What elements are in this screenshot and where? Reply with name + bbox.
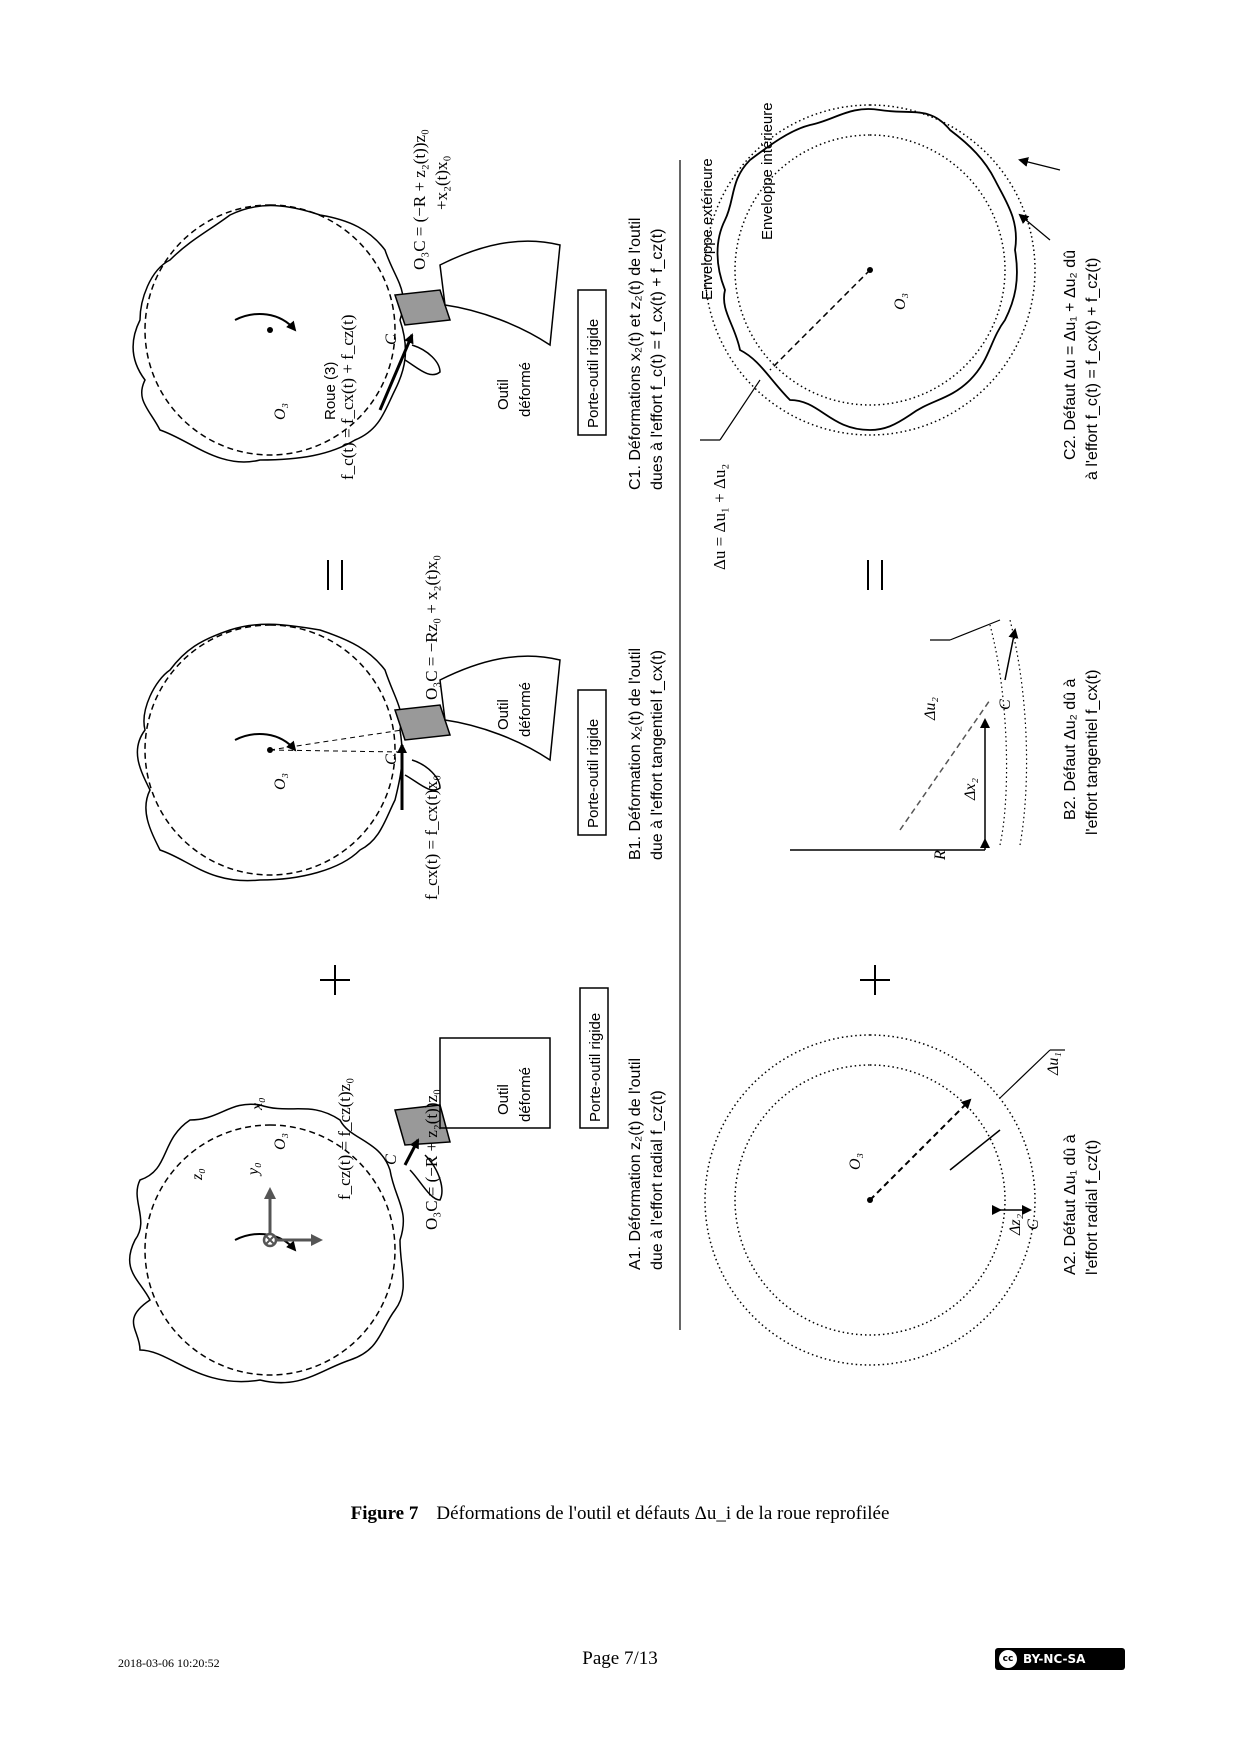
panel-C2 bbox=[700, 104, 1061, 441]
A2-caption-line2: l'effort radial f_cz(t) bbox=[1084, 1140, 1101, 1275]
C1-holder: Porte-outil rigide bbox=[585, 319, 602, 428]
rotation-arrow bbox=[234, 313, 297, 332]
C1-eq-C-line1: O₃C = (−R + z₂(t))z₀ bbox=[410, 129, 429, 270]
B1-caption-line1: B1. Déformation x₂(t) de l'outil bbox=[627, 648, 644, 860]
panel-A1 bbox=[128, 987, 609, 1384]
tool-body bbox=[439, 655, 561, 762]
C1-wheel: Roue (3) bbox=[322, 362, 339, 420]
chip bbox=[404, 759, 441, 791]
license-text: BY-NC-SA bbox=[1023, 1652, 1086, 1666]
A2-dz2: Δz₂ bbox=[1007, 1213, 1024, 1236]
A2-label-C: C bbox=[1025, 1219, 1042, 1230]
C1-tool-line1: Outil bbox=[495, 379, 512, 410]
force-arrow-fcz bbox=[403, 1138, 420, 1166]
tool-tip bbox=[393, 704, 452, 741]
B1-tool-line1: Outil bbox=[495, 699, 512, 730]
B1-caption-line2: due à l'effort tangentiel f_cx(t) bbox=[649, 650, 666, 860]
wheel-profile bbox=[136, 623, 403, 882]
A1-holder: Porte-outil rigide bbox=[587, 1013, 604, 1122]
B1-eq-C: O₃C = −Rz₀ + x₂(t)x₀ bbox=[422, 555, 441, 700]
C2-du: Δu = Δu₁ + Δu₂ bbox=[710, 464, 729, 570]
C2-caption-line2: à l'effort f_c(t) = f_cx(t) + f_cz(t) bbox=[1084, 258, 1101, 480]
A1-axis-z0: z₀ bbox=[189, 1168, 206, 1181]
C1-label-C: C bbox=[383, 334, 400, 345]
C1-caption-line1: C1. Déformations x₂(t) et z₂(t) de l'out… bbox=[627, 218, 644, 490]
rotated-figure: O₃C = (−R + z₂(t))z₀ f_cz(t) = f_cz(t)z₀… bbox=[128, 102, 1101, 1384]
figure-caption-text: Déformations de l'outil et défauts Δu_i … bbox=[436, 1503, 890, 1524]
A2-caption-line1: A2. Défaut Δu₁ dû à bbox=[1062, 1134, 1079, 1275]
wheel-profile bbox=[128, 1103, 405, 1384]
tool-tip bbox=[393, 289, 452, 326]
panel-A2 bbox=[704, 1034, 1065, 1366]
A2-du1: Δu₁ bbox=[1045, 1052, 1062, 1076]
panel-B1 bbox=[136, 623, 607, 882]
B1-tool-line2: déformé bbox=[517, 682, 534, 737]
A1-force: f_cz(t) = f_cz(t)z₀ bbox=[335, 1078, 354, 1200]
C2-env-int: Enveloppe intérieure bbox=[759, 102, 776, 240]
tool-holder bbox=[579, 987, 609, 1129]
C1-eq-C-line2: +x₂(t)x₀ bbox=[432, 155, 451, 210]
B1-force: f_cx(t) = f_cx(t)x₀ bbox=[422, 775, 441, 900]
panel-C1 bbox=[132, 204, 607, 463]
A1-tool-line2: déformé bbox=[517, 1067, 534, 1122]
force-arrow-fc bbox=[378, 333, 414, 411]
inner-envelope bbox=[734, 1064, 1006, 1336]
wheel-profile bbox=[132, 204, 407, 463]
license-badge[interactable]: cc BY-NC-SA bbox=[995, 1648, 1125, 1670]
B2-label-R: R bbox=[932, 850, 949, 861]
tool-holder bbox=[577, 689, 607, 836]
B1-holder: Porte-outil rigide bbox=[585, 719, 602, 828]
B2-dx2: Δx₂ bbox=[962, 778, 979, 801]
A1-caption-line1: A1. Déformation z₂(t) de l'outil bbox=[627, 1058, 644, 1270]
tool-body bbox=[439, 1037, 551, 1129]
footer-page-number: Page 7/13 bbox=[582, 1648, 658, 1669]
A2-label-O3: O₃ bbox=[847, 1153, 864, 1170]
tool-holder bbox=[577, 289, 607, 436]
B1-label-O3: O₃ bbox=[272, 773, 289, 790]
operators-bottom bbox=[860, 560, 890, 995]
C2-env-ext: Enveloppe extérieure bbox=[699, 158, 716, 300]
wheel-nominal-circle bbox=[144, 624, 396, 876]
C1-caption-line2: dues à l'effort f_c(t) = f_cx(t) + f_cz(… bbox=[649, 228, 666, 490]
chip bbox=[409, 1154, 443, 1201]
inner-envelope bbox=[734, 134, 1006, 406]
A1-label-O3: O₃ bbox=[272, 1133, 289, 1150]
C2-caption-line1: C2. Défaut Δu = Δu₁ + Δu₂ dû bbox=[1062, 250, 1079, 460]
A1-label-C: C bbox=[383, 1154, 400, 1165]
C1-tool-line2: déformé bbox=[517, 362, 534, 417]
A1-eq-C: O₃C = (−R + z₂(t))z₀ bbox=[422, 1089, 441, 1230]
B1-label-C: C bbox=[383, 754, 400, 765]
A1-tool-line1: Outil bbox=[495, 1084, 512, 1115]
chip bbox=[404, 344, 441, 376]
figure-caption: Figure 7 Déformations de l'outil et défau… bbox=[0, 1503, 1240, 1525]
B2-label-C: C bbox=[997, 699, 1014, 710]
wheel-nominal-circle bbox=[144, 1124, 396, 1376]
C2-label-O3: O₃ bbox=[892, 293, 909, 310]
A1-axis-x0: x₀ bbox=[249, 1097, 266, 1111]
tool-body bbox=[439, 240, 561, 347]
figure-7-drawing: O₃C = (−R + z₂(t))z₀ f_cz(t) = f_cz(t)z₀… bbox=[128, 102, 1101, 1384]
C1-label-O3: O₃ bbox=[272, 403, 289, 420]
B2-caption-line1: B2. Défaut Δu₂ dû à bbox=[1062, 678, 1079, 820]
A1-axis-y0: y₀ bbox=[245, 1162, 262, 1177]
footer-date: 2018-03-06 10:20:52 bbox=[118, 1656, 220, 1670]
A1-caption-line2: due à l'effort radial f_cz(t) bbox=[649, 1090, 666, 1270]
operators-top bbox=[320, 560, 350, 995]
outer-envelope bbox=[704, 104, 1036, 436]
cc-logo-icon: cc bbox=[999, 1650, 1017, 1668]
B2-du2: Δu₂ bbox=[922, 697, 939, 721]
wavy-profile bbox=[716, 108, 1018, 431]
B2-caption-line2: l'effort tangentiel f_cx(t) bbox=[1084, 669, 1101, 835]
figure-number: Figure 7 bbox=[350, 1503, 419, 1524]
C1-force: f_c(t) = f_cx(t) + f_cz(t) bbox=[338, 315, 357, 480]
outer-envelope bbox=[704, 1034, 1036, 1366]
labels: O₃C = (−R + z₂(t))z₀ f_cz(t) = f_cz(t)z₀… bbox=[189, 102, 1101, 1275]
rotation-arrow bbox=[234, 733, 297, 752]
panel-B2 bbox=[790, 619, 1028, 851]
